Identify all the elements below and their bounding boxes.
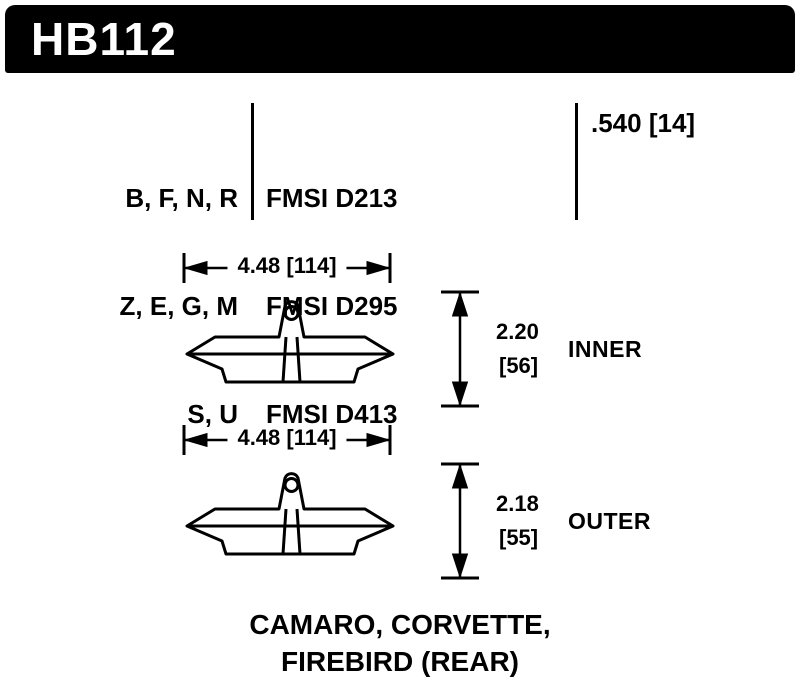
compound-codes: B, F, N, R Z, E, G, M S, U <box>78 108 238 504</box>
height-value-inner: 2.20 <box>496 319 539 344</box>
application-line: CAMARO, CORVETTE, <box>249 609 551 640</box>
height-mm-inner: [56] <box>499 353 539 378</box>
height-mm-outer: [55] <box>499 525 539 550</box>
part-number-banner: HB112 <box>5 5 795 73</box>
pad-slot-left <box>281 336 288 383</box>
pad-outline <box>185 472 395 556</box>
part-number: HB112 <box>31 13 177 65</box>
fmsi-row: FMSI D213 <box>266 183 398 213</box>
compound-row: Z, E, G, M <box>119 291 238 321</box>
height-dimension-arrow-inner <box>441 290 479 408</box>
application-line: FIREBIRD (REAR) <box>281 646 519 677</box>
mounting-hole-icon <box>283 477 300 493</box>
width-dimension-label-outer: 4.48 [114] <box>227 425 347 451</box>
brake-pad-drawing-outer <box>185 472 395 556</box>
table-divider-left <box>251 103 254 220</box>
pad-slot-right <box>295 336 302 383</box>
application-text: CAMARO, CORVETTE, FIREBIRD (REAR) <box>0 606 800 680</box>
pad-thickness: .540 [14] <box>591 108 696 138</box>
fmsi-row: FMSI D413 <box>266 399 398 429</box>
pad-outline <box>185 300 395 384</box>
compound-row: B, F, N, R <box>125 183 238 213</box>
table-divider-right <box>575 103 578 220</box>
brake-pad-drawing-inner <box>185 300 395 384</box>
pad-slot-right <box>295 508 302 555</box>
pad-slot-left <box>281 508 288 555</box>
mounting-hole-icon <box>283 305 300 321</box>
fmsi-row: FMSI D295 <box>266 291 398 321</box>
width-dimension-label-inner: 4.48 [114] <box>227 253 347 279</box>
pad-position-label-outer: OUTER <box>568 508 651 534</box>
height-dimension-arrow-outer <box>441 462 479 580</box>
height-value-outer: 2.18 <box>496 491 539 516</box>
pad-position-label-inner: INNER <box>568 336 643 362</box>
compound-row: S, U <box>187 399 238 429</box>
fmsi-numbers: FMSI D213 FMSI D295 FMSI D413 <box>266 108 398 504</box>
